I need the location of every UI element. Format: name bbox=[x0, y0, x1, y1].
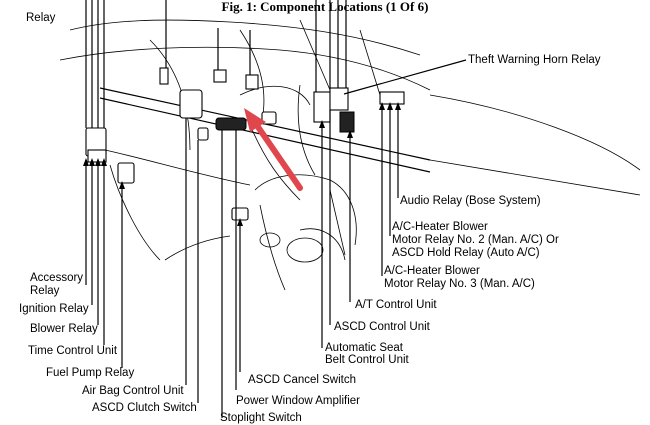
ascd-control-unit-label: ASCD Control Unit bbox=[334, 321, 430, 333]
blower-relay-no2-label-line2: Motor Relay No. 2 (Man. A/C) Or bbox=[392, 234, 559, 246]
blower-relay-label: Blower Relay bbox=[30, 323, 98, 335]
ignition-relay-label: Ignition Relay bbox=[19, 303, 89, 315]
ascd-clutch-switch-label: ASCD Clutch Switch bbox=[92, 402, 197, 414]
blower-relay-no2-label-line3: ASCD Hold Relay (Auto A/C) bbox=[392, 247, 540, 259]
at-control-unit-label: A/T Control Unit bbox=[355, 299, 437, 311]
time-control-unit-label: Time Control Unit bbox=[28, 345, 118, 357]
blower-relay-no3-label-line1: A/C-Heater Blower bbox=[384, 265, 480, 277]
seat-belt-control-unit-label-line1: Automatic Seat bbox=[325, 342, 403, 354]
highlight-arrow bbox=[244, 108, 303, 191]
accessory-relay-label-line2: Relay bbox=[30, 285, 60, 297]
ascd-cancel-switch-label: ASCD Cancel Switch bbox=[248, 374, 357, 386]
power-window-amplifier-label: Power Window Amplifier bbox=[236, 395, 360, 407]
audio-relay-label: Audio Relay (Bose System) bbox=[400, 195, 541, 207]
blower-relay-no3-label-line2: Motor Relay No. 3 (Man. A/C) bbox=[384, 278, 535, 290]
theft-warning-horn-relay-label: Theft Warning Horn Relay bbox=[468, 54, 601, 66]
component-shapes bbox=[85, 67, 405, 221]
relay-top-label: Relay bbox=[26, 12, 56, 24]
blower-relay-no2-label-line1: A/C-Heater Blower bbox=[392, 221, 488, 233]
seat-belt-control-unit-label-line2: Belt Control Unit bbox=[325, 354, 409, 366]
air-bag-control-unit-label: Air Bag Control Unit bbox=[82, 385, 184, 397]
fuel-pump-relay-label: Fuel Pump Relay bbox=[46, 367, 135, 379]
figure-title: Fig. 1: Component Locations (1 Of 6) bbox=[221, 0, 429, 14]
accessory-relay-label-line1: Accessory bbox=[30, 272, 84, 284]
stoplight-switch-label: Stoplight Switch bbox=[220, 412, 302, 424]
leader-lines bbox=[85, 0, 467, 418]
leader-arrowheads bbox=[83, 102, 401, 226]
